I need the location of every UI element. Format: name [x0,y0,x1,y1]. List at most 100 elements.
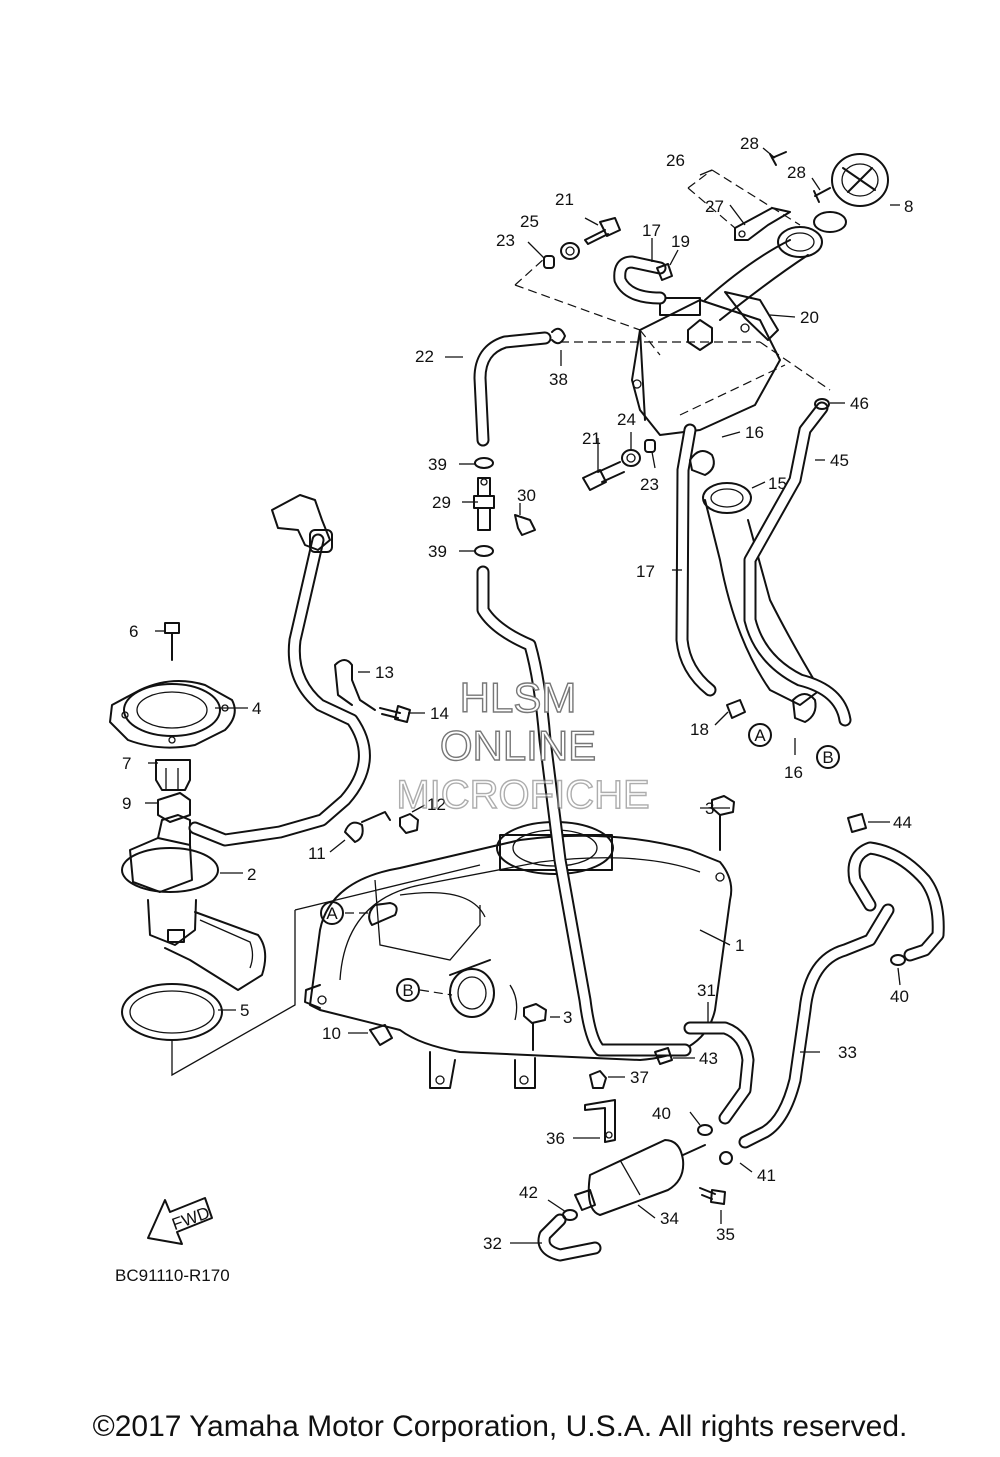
callout-40-lower: 40 [652,1104,671,1123]
bracket-36 [584,1099,616,1143]
watermark: HLSM ONLINE MICROFICHE [396,673,651,817]
hose-45 [743,401,852,727]
ring-5 [121,983,223,1041]
cap-8 [831,153,889,207]
bolt-3-bottom [523,1003,547,1051]
callout-27: 27 [705,197,724,216]
callout-11: 11 [308,844,326,863]
callout-39-bottom: 39 [428,542,447,561]
fwd-label: FWD [169,1203,212,1234]
fuel-filter-34 [574,1139,706,1216]
hose-17-top [613,255,667,305]
nut-37 [589,1070,607,1089]
clamp-43 [654,1047,673,1065]
leader-lines [145,147,901,1244]
callout-24: 24 [617,410,636,429]
clamp-16-bottom [792,693,817,723]
fwd-arrow: FWD [147,1197,213,1245]
clip-40-right [890,954,906,966]
screw-28-a [769,151,787,166]
svg-text:B: B [822,748,833,767]
cap-body [813,211,847,233]
callout-9: 9 [122,794,131,813]
callout-25: 25 [520,212,539,231]
clip-38 [551,327,566,345]
clamp-18 [726,699,746,719]
svg-text:ONLINE: ONLINE [440,722,596,769]
callout-46: 46 [850,394,869,413]
clip-39-top [474,457,494,469]
hose-22 [473,331,552,447]
pump-outlet-hose [188,533,371,847]
collar-23-top [543,255,555,269]
diagram-code: BC91110-R170 [115,1266,230,1285]
hose-44 [847,841,945,962]
bracket-13 [334,659,376,711]
bolt-21-bottom [582,461,625,491]
callout-29: 29 [432,493,451,512]
ref-a-tank: A [320,901,344,925]
callout-21-bottom: 21 [582,429,601,448]
bracket-26-outline [687,169,801,229]
hose-33 [738,903,895,1149]
clamp-44 [847,813,867,833]
breather-tank-20 [631,226,823,436]
callout-7: 7 [122,754,131,773]
hose-31 [683,1021,755,1125]
clamp-10 [369,1024,393,1046]
callout-12: 12 [427,795,446,814]
callout-17-bottom: 17 [636,562,655,581]
bolt-35 [699,1187,726,1205]
ref-b-hose: B [816,745,840,769]
clip-41 [719,1151,733,1165]
joint-29 [473,477,495,531]
fuel-tank [304,821,733,1089]
callout-44: 44 [893,813,912,832]
clamp-16-top [689,450,715,476]
callout-13: 13 [375,663,394,682]
bolt-14 [379,705,411,723]
clamp-19 [656,263,673,281]
callout-30: 30 [517,486,536,505]
callout-31: 31 [697,981,716,1000]
ref-b-tank: B [396,978,420,1002]
callout-23-top: 23 [496,231,515,250]
callout-17-top: 17 [642,221,661,240]
clip-40-lower [697,1124,713,1136]
callout-19: 19 [671,232,690,251]
callout-28-top: 28 [740,134,759,153]
callout-34: 34 [660,1209,679,1228]
fuel-pump-2 [121,814,267,991]
callout-26: 26 [666,151,685,170]
nut-12 [399,813,419,834]
bolt-6 [164,622,180,661]
callout-20: 20 [800,308,819,327]
plate-4 [109,680,236,749]
callout-45: 45 [830,451,849,470]
collar-23-bottom [644,439,656,453]
callout-4: 4 [252,699,261,718]
callout-28-bottom: 28 [787,163,806,182]
callout-16-top: 16 [745,423,764,442]
breather-group-frame [514,257,831,416]
callout-42: 42 [519,1183,538,1202]
grommet-25 [560,242,580,260]
callout-10: 10 [322,1024,341,1043]
leader-line-b [419,989,453,996]
clamp-11 [344,811,391,843]
svg-text:HLSM: HLSM [460,674,577,721]
grommet-24 [621,449,641,467]
bolt-21-top [584,217,621,245]
callout-39-top: 39 [428,455,447,474]
callout-3-top: 3 [705,799,714,818]
screw-28-b [813,187,831,203]
clip-42 [562,1209,578,1221]
quick-connector [271,494,333,553]
bracket-27 [734,207,791,241]
svg-text:MICROFICHE: MICROFICHE [396,773,649,817]
callout-1: 1 [735,936,744,955]
callout-43: 43 [699,1049,718,1068]
copyright-notice: ©2017 Yamaha Motor Corporation, U.S.A. A… [92,1410,908,1443]
svg-text:A: A [754,726,766,745]
clip-39-bottom [474,545,494,557]
